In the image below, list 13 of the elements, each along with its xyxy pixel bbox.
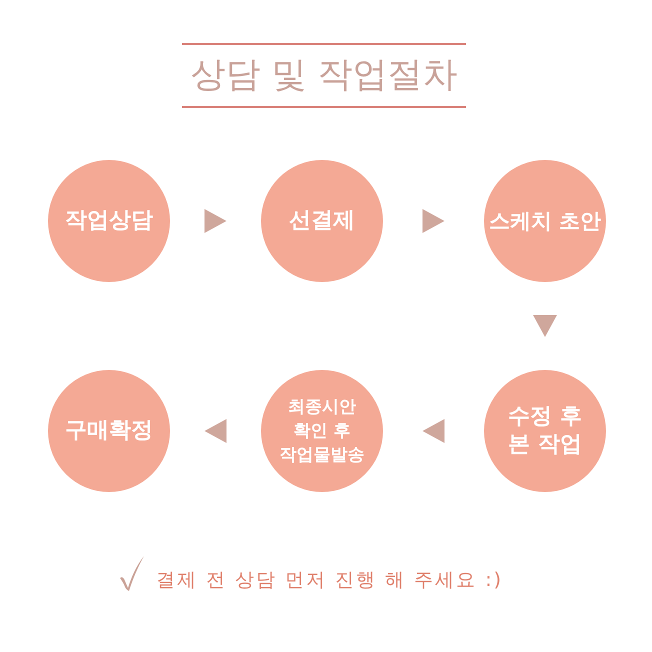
- step-circle: 선결제: [261, 160, 383, 282]
- note: 결제 전 상담 먼저 진행 해 주세요 :): [156, 568, 504, 593]
- arrow: [204, 419, 226, 443]
- step-circle: 스케치 초안: [484, 160, 606, 282]
- arrow: [422, 209, 444, 233]
- arrow: [422, 419, 444, 443]
- title: 상담 및 작업절차: [182, 43, 466, 108]
- arrow: [533, 315, 557, 337]
- step-circle: 최종시안 확인 후 작업물발송: [261, 370, 383, 492]
- step-circle: 수정 후 본 작업: [484, 370, 606, 492]
- arrow: [204, 209, 226, 233]
- step-circle: 구매확정: [48, 370, 170, 492]
- step-circle: 작업상담: [48, 160, 170, 282]
